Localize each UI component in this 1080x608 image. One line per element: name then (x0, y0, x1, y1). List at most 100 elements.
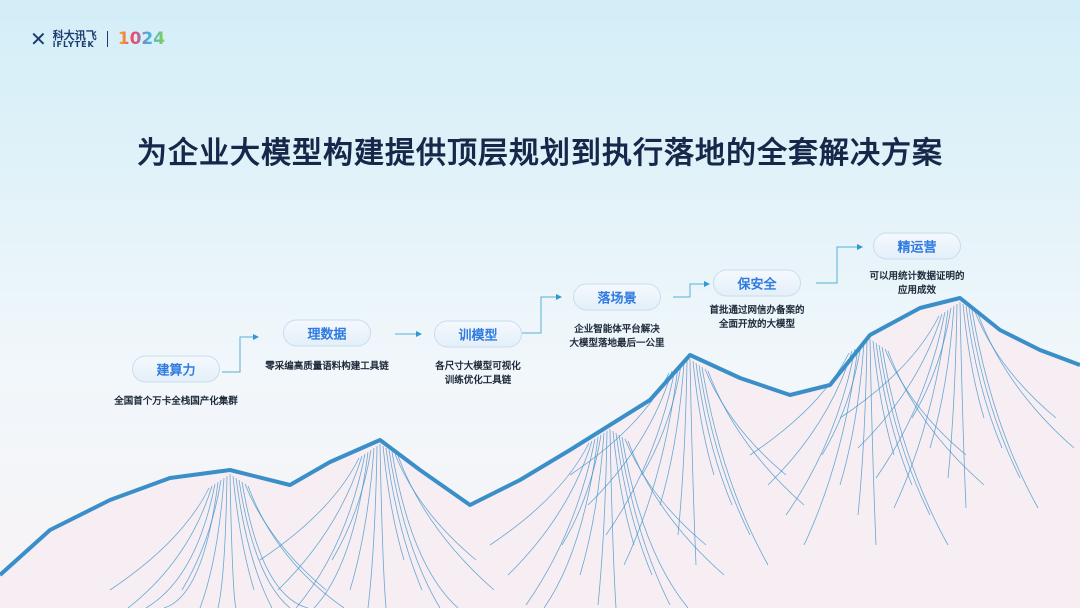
desc-line: 首批通过网信办备案的 (709, 305, 805, 316)
step-desc-security: 首批通过网信办备案的全面开放的大模型 (709, 304, 804, 332)
event-1024-logo: 1024 (117, 29, 166, 49)
mountain-hatch-line (641, 364, 682, 476)
desc-line: 全面开放的大模型 (718, 319, 796, 330)
desc-line: 全国首个万卡全栈国产化集群 (114, 396, 238, 407)
desc-line: 大模型落地最后一公里 (569, 338, 665, 349)
mountain-hatch-line (959, 301, 967, 509)
desc-line: 零采编高质量语料构建工具链 (265, 361, 389, 372)
mountain-hatch-line (109, 487, 210, 591)
mountain-hatch-line (971, 309, 1039, 509)
mountain-hatch-line (163, 481, 219, 608)
mountain-hatch-line (872, 340, 895, 456)
mountain-hatch-line (609, 428, 617, 608)
mountain-hatch-line (507, 440, 593, 576)
mountain-hatch-line (313, 451, 369, 608)
iflytek-logo-icon: ✕ (30, 27, 47, 51)
mountain-hatch-line (624, 438, 707, 546)
mountain-hatch-line (247, 485, 345, 608)
step-pill-operation: 精运营 (873, 232, 961, 260)
step-pill-compute: 建算力 (132, 355, 220, 383)
mountain-hatch-line (229, 473, 237, 608)
mountain-hatch-line (391, 451, 459, 608)
arrow-1 (222, 334, 259, 373)
mountain-hatch-line (579, 432, 605, 576)
mountain-hatch-line (127, 485, 213, 608)
step-desc-model: 各尺寸大模型可视化训练优化工具链 (435, 360, 521, 388)
step-desc-compute: 全国首个万卡全栈国产化集群 (114, 395, 238, 409)
mountain-hatch-line (884, 348, 967, 456)
mountain-hatch-line (259, 457, 360, 561)
mountain-hatch-line (692, 360, 715, 476)
desc-line: 可以用统计数据证明的 (869, 271, 965, 282)
mountain-hatch-line (394, 453, 477, 561)
mountain-hatch-line (968, 307, 1021, 479)
mountain-hatch-line (385, 447, 423, 591)
mountain-hatch-line (331, 449, 372, 561)
logo-divider (106, 31, 108, 47)
mountain-hatch-line (887, 350, 985, 486)
mountain-hatch-line (893, 309, 949, 509)
mountain-hatch-line (962, 303, 985, 419)
mountain-hatch-line (618, 434, 671, 606)
mountain-hatch-line (875, 342, 913, 486)
mountain-hatch-line (145, 483, 216, 608)
mountain-hatch-line (295, 453, 366, 608)
mountain-hatch-line (199, 477, 225, 608)
desc-line: 训练优化工具链 (444, 375, 512, 386)
logo-en: iFLYTEK (52, 39, 95, 49)
mountain-hatch-line (911, 307, 952, 419)
mountain-hatch-line (839, 342, 865, 486)
step-pill-data: 理数据 (283, 319, 371, 347)
mountain-hatch-line (821, 344, 862, 456)
mountain-hatch-line (677, 360, 688, 536)
mountain-hatch-line (857, 340, 868, 516)
mountain-hatch-line (277, 455, 363, 591)
mountain-hatch-line (707, 370, 805, 506)
mountain-hatch-line (803, 346, 859, 546)
mountain-hatch-line (704, 368, 787, 476)
mountain-hatch-line (561, 434, 602, 546)
mountain-hatch-line (232, 475, 255, 591)
mountain-hatch-line (525, 438, 596, 606)
mountain-hatch-line (382, 445, 405, 561)
mountain-hatch-line (659, 362, 685, 506)
mountain-hatch-line (701, 366, 769, 566)
arrow-4 (673, 281, 710, 298)
mountain-ridge-line (0, 296, 1080, 577)
step-desc-scenario: 企业智能体平台解决大模型落地最后一公里 (569, 323, 664, 351)
mountain-hatch-line (612, 430, 635, 546)
mountain-hatch-line (881, 346, 949, 546)
mountain-hatch-line (238, 479, 291, 608)
mountain-hatch-line (388, 449, 441, 608)
mountain-hatch-line (878, 344, 931, 516)
logo-text: 科大讯飞 iFLYTEK (53, 30, 97, 49)
mountain-hatch-line (947, 303, 958, 479)
mountain-hatch-line (621, 436, 689, 608)
mountain-hatch-line (244, 483, 327, 591)
page-title: 为企业大模型构建提供顶层规划到执行落地的全套解决方案 (137, 136, 943, 171)
arrow-5 (816, 244, 863, 284)
mountain-hatch-line (689, 358, 697, 566)
desc-line: 各尺寸大模型可视化 (435, 361, 521, 372)
mountain-hatch-line (241, 481, 309, 608)
iflytek-logo: ✕ 科大讯飞 iFLYTEK 1024 (30, 27, 165, 51)
step-desc-data: 零采编高质量语料构建工具链 (265, 360, 389, 374)
mountain-hatch-line (749, 352, 850, 456)
mountain-hatch-line (698, 364, 751, 536)
mountain-hatch-line (397, 455, 495, 591)
mountain-hatch-line (543, 436, 599, 608)
mountain-hatch-line (929, 305, 955, 449)
mountain-hatch-line (367, 445, 378, 608)
mountain-hatch-line (217, 475, 228, 608)
mountain-hatch-line (869, 338, 877, 546)
desc-line: 企业智能体平台解决 (574, 324, 660, 335)
mountain-hatch-line (349, 447, 375, 591)
mountain-hatch-line (235, 477, 273, 608)
step-pill-model: 训模型 (434, 320, 522, 348)
logo-cn: 科大讯飞 (52, 28, 97, 42)
mountain-hatch-line (181, 479, 222, 591)
mountain-hatch-line (615, 432, 653, 576)
step-pill-security: 保安全 (713, 269, 801, 297)
